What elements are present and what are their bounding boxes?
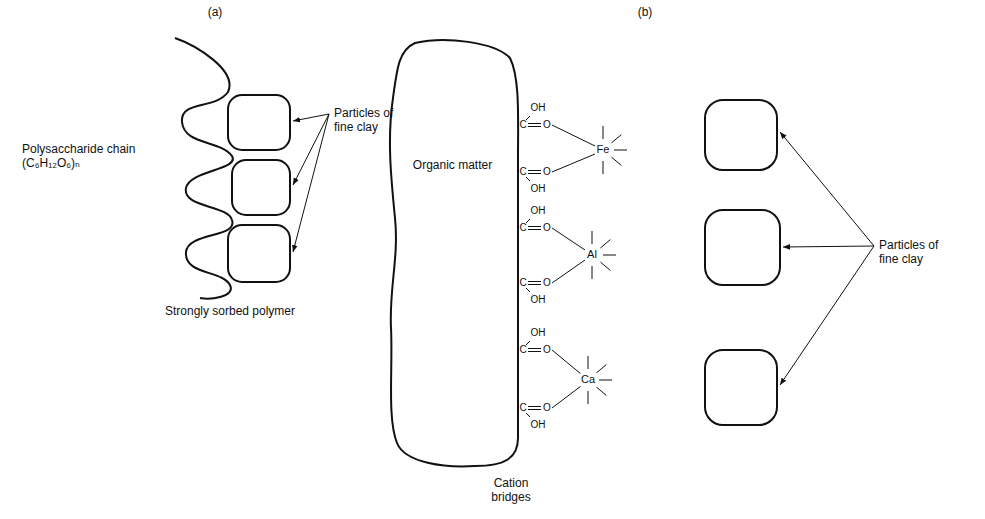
- panel-label: (a): [208, 5, 223, 19]
- coordination-bond: [588, 356, 589, 369]
- oxygen-atom: O: [543, 344, 551, 356]
- hydroxyl-group: OH: [531, 327, 546, 339]
- coordination-bond: [603, 255, 616, 256]
- clay-particle: [705, 100, 777, 170]
- oxygen-atom: O: [543, 277, 551, 289]
- coordination-bond: [596, 387, 606, 395]
- leader-line: [780, 132, 874, 246]
- oxygen-atom: O: [543, 402, 551, 414]
- leader-line: [293, 114, 329, 185]
- cation-symbol: Ca: [580, 373, 596, 386]
- hydroxyl-group: OH: [531, 205, 546, 217]
- cation-symbol: Fe: [596, 143, 611, 156]
- leader-lines: [293, 114, 874, 385]
- clay-particle: [228, 225, 290, 282]
- bond: [526, 386, 581, 417]
- node-text: Organic matter: [411, 158, 495, 172]
- coordination-bond: [596, 365, 606, 373]
- blob-outline: [385, 38, 520, 468]
- particle-label: Particles of fine clay: [879, 238, 961, 267]
- leader-line: [780, 246, 874, 385]
- caption-label: Strongly sorbed polymer: [150, 304, 310, 318]
- bond: [526, 219, 585, 250]
- leader-line: [293, 114, 329, 121]
- panel-label: (b): [638, 5, 653, 19]
- bond: [526, 260, 585, 292]
- bond: [526, 116, 595, 146]
- coordination-bond: [603, 161, 604, 174]
- clay-particle: [228, 95, 290, 150]
- carbon-atom: C: [519, 402, 526, 414]
- carbon-atom: C: [519, 222, 526, 234]
- carbon-atom: C: [519, 119, 526, 131]
- coordination-bond: [614, 150, 627, 151]
- coordination-bond: [592, 266, 593, 279]
- carbon-atom: C: [519, 344, 526, 356]
- coordination-bond: [611, 135, 621, 143]
- hydroxyl-group: OH: [531, 183, 546, 195]
- blob-path: [390, 40, 518, 466]
- coordination-bond: [600, 240, 610, 248]
- coordination-bond: [588, 391, 589, 404]
- coordination-bond: [592, 231, 593, 244]
- particle-label: Particles of fine clay: [334, 106, 416, 135]
- coordination-bond: [599, 380, 612, 381]
- oxygen-atom: O: [543, 119, 551, 131]
- clay-particle: [705, 210, 780, 285]
- leader-line: [293, 114, 329, 252]
- cation-symbol: Al: [586, 248, 598, 261]
- bond: [526, 154, 595, 181]
- bond: [526, 341, 581, 374]
- chain-label: Polysaccharide chain (C₆H₁₂O₆)ₙ: [22, 142, 152, 171]
- oxygen-atom: O: [543, 166, 551, 178]
- carbon-atom: C: [519, 166, 526, 178]
- polysaccharide-chain: [175, 38, 233, 299]
- hydroxyl-group: OH: [531, 419, 546, 431]
- coordination-bond: [603, 126, 604, 139]
- coordination-bond: [611, 157, 621, 165]
- coordination-bond: [600, 262, 610, 270]
- caption-label: Cation bridges: [478, 476, 544, 505]
- chain-line: [175, 38, 233, 299]
- cation-spokes: [588, 126, 627, 404]
- oxygen-atom: O: [543, 222, 551, 234]
- clay-particle: [705, 350, 777, 425]
- hydroxyl-group: OH: [531, 294, 546, 306]
- organic-matter-blob: Organic matter: [385, 38, 520, 468]
- hydroxyl-group: OH: [531, 102, 546, 114]
- leader-line: [783, 246, 874, 247]
- carboxyl-bonds: [526, 116, 595, 417]
- carbon-atom: C: [519, 277, 526, 289]
- clay-particle: [232, 160, 290, 215]
